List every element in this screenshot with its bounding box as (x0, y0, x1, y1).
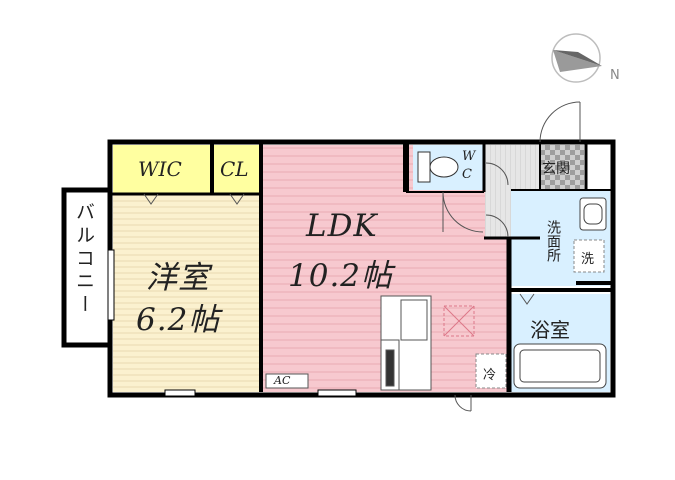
walls (107, 139, 616, 398)
fridge-label: 冷 (483, 368, 497, 383)
wc-label-w: W (462, 149, 476, 164)
ldk-name: LDK (306, 208, 378, 244)
wic-label: WIC (138, 157, 182, 181)
bathroom-label: 浴室 (530, 318, 570, 342)
entrance-label: 玄関 (542, 161, 570, 177)
doors (143, 101, 581, 412)
windows (107, 249, 357, 397)
western-room (113, 194, 261, 392)
wic-room (113, 145, 210, 194)
washroom-label: 洗面所 (545, 220, 561, 262)
ac-unit (265, 373, 309, 389)
bathtub-icon (513, 343, 607, 389)
entrance-floor (540, 145, 584, 189)
washer-label: 洗 (581, 252, 595, 267)
ac-label: AC (274, 374, 291, 387)
compass-icon (551, 33, 602, 83)
washer-space (573, 239, 605, 273)
ldk-size: 10.2帖 (288, 258, 394, 294)
cl-room (214, 145, 259, 194)
western-room-name: 洋室 (146, 260, 210, 296)
north-label: N (610, 68, 620, 83)
toilet-icon (417, 151, 459, 183)
balcony-label: バルコニー (73, 202, 95, 317)
fridge-space (475, 353, 507, 389)
wc-label-c: C (462, 167, 472, 182)
western-room-size: 6.2帖 (136, 302, 221, 338)
kitchen-counter (380, 295, 432, 391)
cl-label: CL (220, 157, 249, 181)
balcony (61, 187, 113, 348)
range-hood-icon (443, 305, 475, 337)
sink-icon (579, 197, 607, 231)
